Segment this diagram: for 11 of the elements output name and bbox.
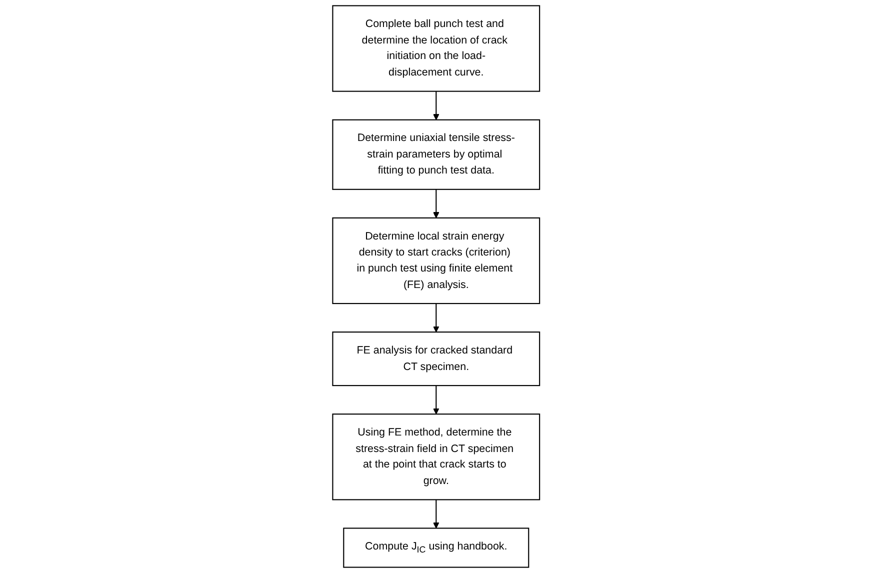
- arrow: [433, 91, 440, 120]
- arrow: [433, 386, 440, 414]
- node-box: Determine uniaxial tensile stress-strain parameters by optimal fitting to punch test data.: [332, 119, 540, 190]
- arrow: [433, 189, 440, 218]
- arrow: [433, 500, 440, 528]
- node-box: Determine local strain energy density to start cracks (criterion) in punch test using finite element (FE) analysis.: [332, 217, 540, 304]
- node-box: Using FE method, determine the stress-strain field in CT specimen at the point that crack starts to grow.: [332, 414, 540, 500]
- node-box: Compute J$_{IC}$ using handbook.: [343, 528, 530, 568]
- node-box: Complete ball punch test and determine the location of crack initiation on the load-displacement curve.: [332, 5, 540, 92]
- node-box: FE analysis for cracked standard CT specimen.: [332, 332, 540, 386]
- arrow: [433, 304, 440, 332]
